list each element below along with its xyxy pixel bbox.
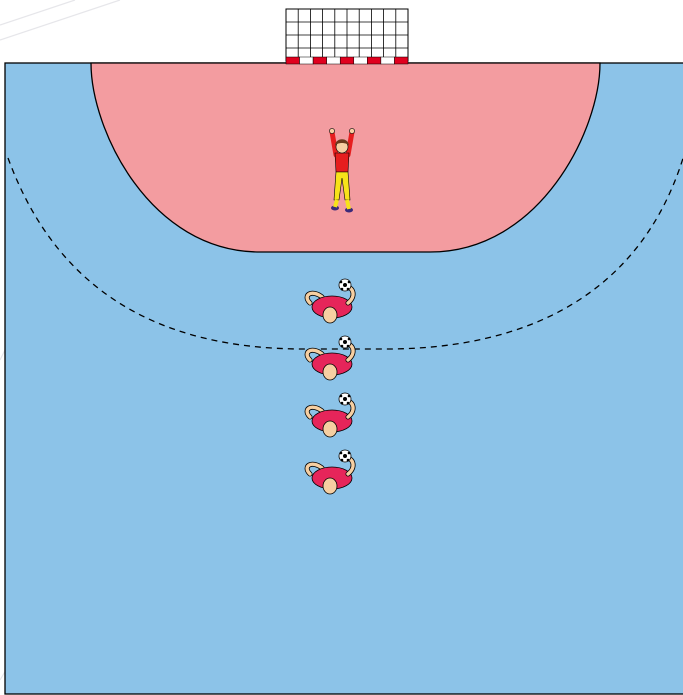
ball-icon [339, 336, 351, 348]
ball-icon [339, 393, 351, 405]
ball-icon [339, 450, 351, 462]
goal-icon [286, 9, 408, 64]
ball-icon [339, 279, 351, 291]
